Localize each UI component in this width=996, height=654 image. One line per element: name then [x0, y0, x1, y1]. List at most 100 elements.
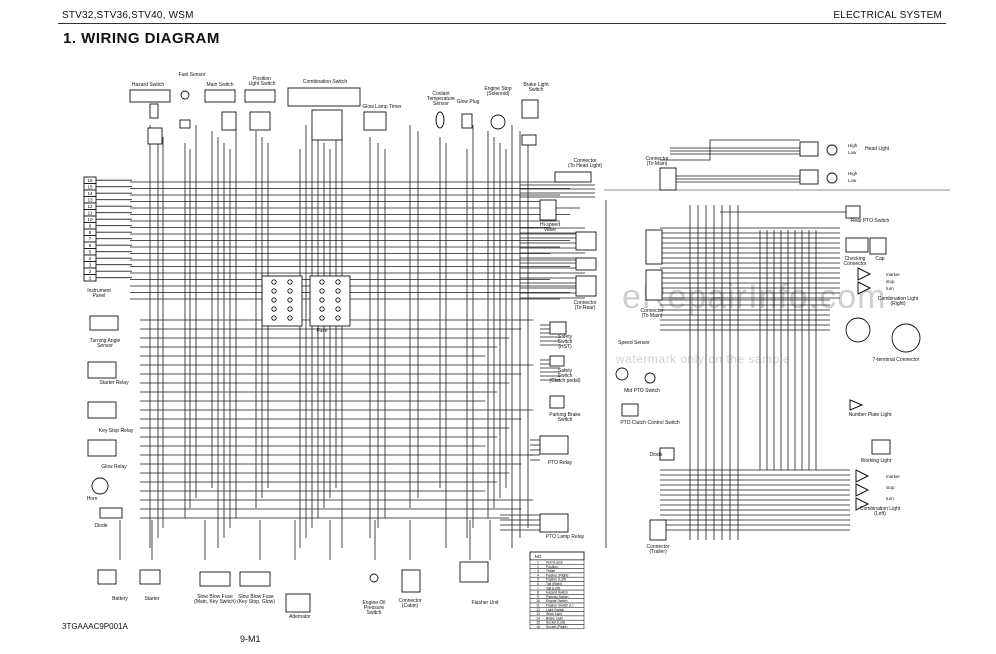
component-labels: 16151413121110987654321InstrumentPanelHa… [87, 72, 920, 629]
combination-switch [287, 87, 361, 107]
safety-clutch-label: Safety [558, 368, 573, 374]
hazard-switch-plug [149, 103, 159, 119]
fuel-sensor-plug [179, 119, 191, 129]
safety-hst-label: Safety [558, 334, 573, 340]
hi-speed-label: Valve [544, 227, 556, 233]
fuse-terminal [335, 288, 341, 294]
oil-pressure-icon [369, 573, 379, 583]
position-light-label: Position [253, 76, 271, 82]
fuse-table-item: Engine Switch [546, 599, 568, 603]
instrument-pin-label: 5 [89, 250, 92, 255]
fuse-table-no: 15 [536, 621, 540, 625]
coolant-sensor-label: Temperature [427, 96, 455, 102]
light-label-low: Low [848, 150, 857, 155]
alternator-label: Alternator [289, 614, 311, 620]
fuse-table-no: 4 [537, 573, 539, 577]
fuse-terminal [287, 306, 293, 312]
wire-bundle [96, 125, 950, 560]
main-switch-label: Main Switch [207, 82, 234, 88]
connector-plug-c [575, 275, 597, 297]
watermark-note: watermark only on the sample [616, 352, 791, 366]
brake-light-switch [521, 99, 539, 119]
speed-sensor-label: Speed Sensor [618, 340, 650, 346]
number-plate-label: Number Plate Light [849, 412, 892, 418]
pto-relay [539, 435, 569, 455]
page-title: 1. WIRING DIAGRAM [63, 30, 220, 47]
connector-plug-a [575, 231, 597, 251]
light-label-low: Low [848, 178, 857, 183]
fuse-terminal [271, 306, 277, 312]
header-section: ELECTRICAL SYSTEM [833, 10, 942, 21]
figure-code: 3TGAAAC9P001A [62, 622, 128, 631]
starter-label: Starter [144, 596, 159, 602]
rear-pto-switch [845, 205, 861, 219]
main-switch-plug [221, 111, 237, 131]
speed-sensor-icon [615, 367, 629, 381]
connector-head-light-label: Connector [573, 158, 596, 164]
fuse-table-no: 10 [536, 599, 540, 603]
connector-to-main-2-b [645, 269, 663, 301]
combination-light-left-lamp [855, 497, 870, 511]
coolant-sensor-label: Coolant [432, 91, 450, 97]
fuse-table-item: Light Switch [546, 608, 564, 612]
slow-blow-fuse-key [239, 571, 271, 587]
fuse-terminal [287, 297, 293, 303]
parking-brake-switch [549, 395, 565, 409]
battery [97, 569, 117, 585]
coolant-sensor-icon [435, 111, 445, 129]
connector-head-light [554, 171, 592, 183]
seven-pin-label: 7-terminal Connector [873, 357, 920, 363]
light-label-stop: stop [886, 485, 895, 490]
cap [869, 237, 887, 255]
fuse-terminal [335, 315, 341, 321]
fuel-sensor-label: Fuel Sensor [179, 72, 206, 78]
hazard-switch [129, 89, 171, 103]
turning-angle-sensor [89, 315, 119, 331]
fuse-table-no: 9 [537, 595, 539, 599]
light-label-turn: turn [886, 286, 894, 291]
glow-lamp-timer-label: Glow Lamp Timer [362, 104, 402, 110]
fuse-terminal [271, 288, 277, 294]
combination-light-left-lamp [855, 469, 870, 483]
glow-plug [461, 113, 473, 129]
flasher-unit [459, 561, 489, 583]
fuse-terminal [271, 279, 277, 285]
component-symbols [83, 87, 921, 630]
flasher-unit-label: Flasher Unit [472, 600, 500, 606]
fuse-terminal [335, 279, 341, 285]
fuse-block-right [309, 275, 351, 327]
page-number: 9-M1 [240, 634, 261, 644]
starter-relay [87, 361, 117, 379]
connector-to-main [659, 167, 677, 191]
instrument-pin-label: 3 [89, 263, 92, 268]
fuse-table-no: 12 [536, 608, 540, 612]
wire [660, 139, 800, 161]
connector-rear-label: Connector [573, 300, 596, 306]
light-label-high: High [848, 171, 858, 176]
cap-label: Cap [875, 256, 884, 262]
light-label-marker: marker [886, 474, 901, 479]
connector-trailer-label: Connector [646, 544, 669, 550]
brake-light-label: Switch [529, 87, 544, 93]
fuse-table-item: Trailer [546, 569, 556, 573]
starter [139, 569, 161, 585]
fuse-table-item: Socket (Right) [546, 625, 567, 629]
combination-light-right-lamp [857, 281, 872, 295]
brake-switch-plug [521, 134, 537, 146]
diode-right-label: Diode [649, 452, 662, 458]
instrument-pin-label: 15 [87, 185, 93, 190]
seven-pin-connector [845, 317, 871, 343]
fuse-terminal [319, 306, 325, 312]
fuse-terminal [287, 279, 293, 285]
fuse-table-no: 16 [536, 625, 540, 629]
fuse-terminal [319, 297, 325, 303]
fuse-table-item: Brake Light [546, 616, 563, 620]
hi-speed-label: Hi-speed [540, 222, 560, 228]
light-label-marker: marker [886, 272, 901, 277]
slow-blow-main-label: Slow Blow Fuse [197, 594, 233, 600]
light-label-high: High [848, 143, 858, 148]
parking-brake-label: Switch [558, 417, 573, 423]
mid-pto-switch-icon [644, 372, 656, 384]
instrument-pin-label: 7 [89, 237, 92, 242]
horn-icon [91, 477, 109, 495]
